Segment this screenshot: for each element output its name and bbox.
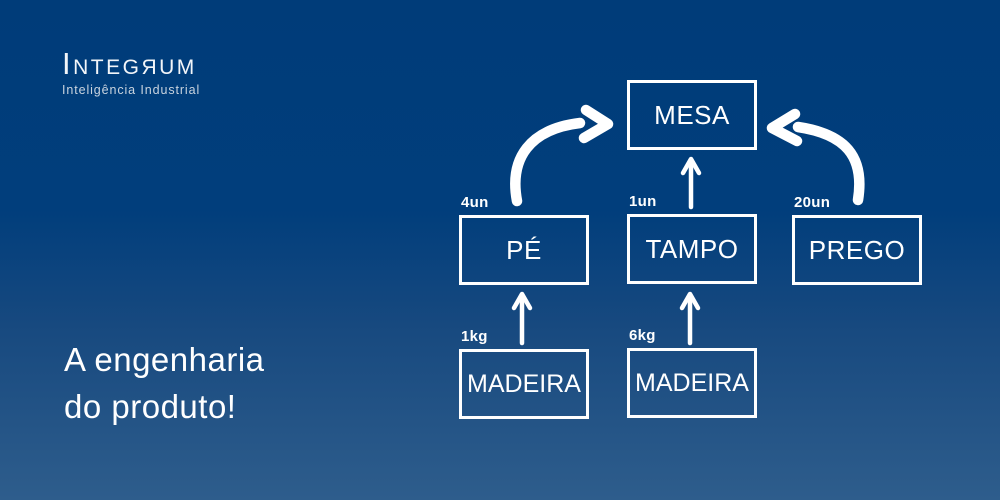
brand-wordmark: INTEGЯUM <box>62 46 197 81</box>
arrow-tampo-to-mesa-head <box>680 156 702 176</box>
node-pe-label: PÉ <box>506 234 542 265</box>
node-madeira-2: 6kg MADEIRA <box>627 327 757 418</box>
arrow-pe-to-mesa-head <box>578 104 614 144</box>
node-tampo-label: TAMPO <box>645 233 739 264</box>
node-prego: 20un PREGO <box>792 194 922 285</box>
tagline: A engenharia do produto! <box>64 336 265 430</box>
node-pe: 4un PÉ <box>459 194 589 285</box>
brand-subtitle: Inteligência Industrial <box>62 83 201 97</box>
node-madeira-1-quantity: 1kg <box>461 328 488 345</box>
node-prego-label: PREGO <box>808 234 906 265</box>
arrow-pe-to-mesa-shaft <box>510 117 586 207</box>
arrow-madeira1-to-pe-head <box>511 291 533 311</box>
node-pe-quantity: 4un <box>461 194 489 211</box>
tagline-line-2: do produto! <box>64 388 237 425</box>
node-madeira-1-label: MADEIRA <box>467 369 581 398</box>
node-tampo: 1un TAMPO <box>627 193 757 284</box>
arrow-madeira2-to-tampo-head <box>679 291 701 311</box>
brand-logo: INTEGЯUM Inteligência Industrial <box>62 46 201 98</box>
node-madeira-2-label: MADEIRA <box>635 368 749 397</box>
arrow-prego-to-mesa-head <box>766 108 803 147</box>
tagline-line-1: A engenharia <box>64 341 265 378</box>
node-prego-quantity: 20un <box>794 194 831 211</box>
node-madeira-1: 1kg MADEIRA <box>459 328 589 419</box>
node-tampo-quantity: 1un <box>629 193 657 210</box>
node-mesa-label: MESA <box>654 99 730 130</box>
node-madeira-2-quantity: 6kg <box>629 327 656 344</box>
node-mesa: MESA <box>627 80 757 150</box>
arrow-prego-to-mesa-shaft <box>792 121 865 206</box>
